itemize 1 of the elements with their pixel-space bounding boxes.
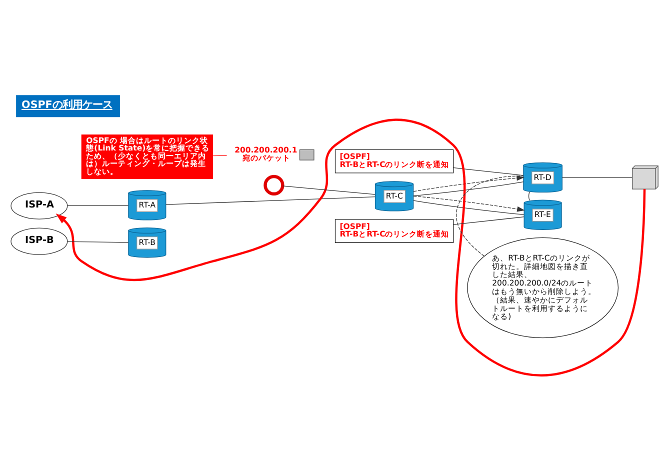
diagram-title: OSPFの利用ケース bbox=[22, 98, 112, 110]
